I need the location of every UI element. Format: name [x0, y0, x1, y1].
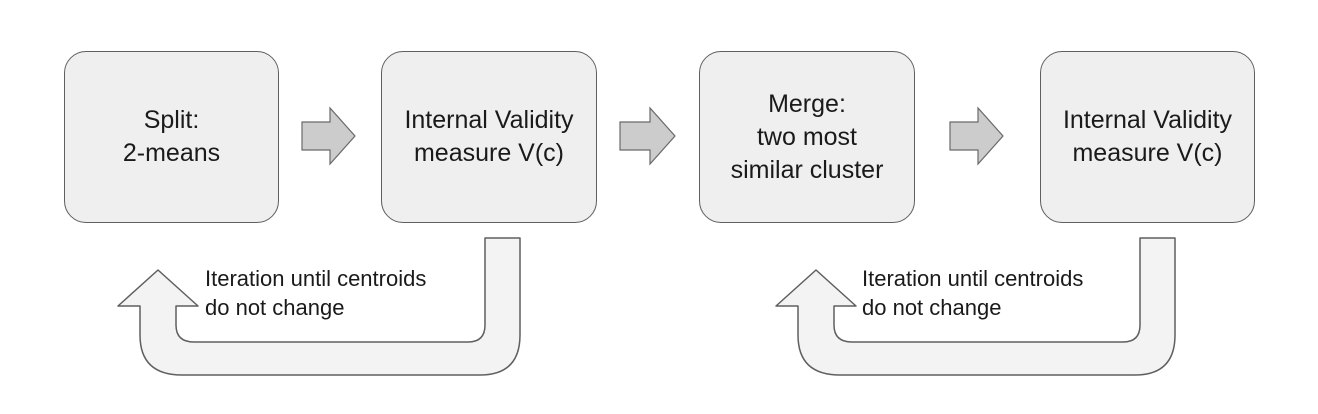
- loop-label-2-line-2: do not change: [862, 295, 1002, 320]
- split-box-line-2: 2-means: [122, 139, 221, 167]
- right-arrow-3: [949, 106, 1004, 166]
- right-arrow-2: [619, 106, 676, 166]
- validity-box-1-line-2: measure V(c): [413, 139, 565, 167]
- loop-label-2: Iteration until centroids do not change: [862, 264, 1083, 322]
- validity-box-2-line-1: Internal Validity: [1062, 106, 1233, 134]
- validity-box-1: Internal Validity measure V(c): [381, 51, 597, 223]
- merge-box-line-2: two most: [756, 122, 857, 151]
- loop-label-2-line-1: Iteration until centroids: [862, 266, 1084, 291]
- loop-label-1-line-2: do not change: [205, 295, 345, 320]
- merge-box-line-1: Merge:: [768, 89, 846, 118]
- loop-label-1-line-1: Iteration until centroids: [205, 266, 427, 291]
- loop-label-1: Iteration until centroids do not change: [205, 264, 426, 322]
- validity-box-2: Internal Validity measure V(c): [1040, 51, 1255, 223]
- validity-box-2-line-2: measure V(c): [1072, 139, 1223, 167]
- split-box-line-1: Split:: [143, 106, 200, 134]
- merge-box: Merge: two most similar cluster: [699, 51, 915, 223]
- validity-box-1-line-1: Internal Validity: [404, 106, 574, 134]
- loop-arrow-2: [775, 237, 1176, 376]
- loop-arrow-1: [117, 237, 521, 376]
- split-box: Split: 2-means: [64, 51, 279, 223]
- merge-box-line-3: similar cluster: [730, 155, 884, 184]
- right-arrow-1: [301, 106, 356, 166]
